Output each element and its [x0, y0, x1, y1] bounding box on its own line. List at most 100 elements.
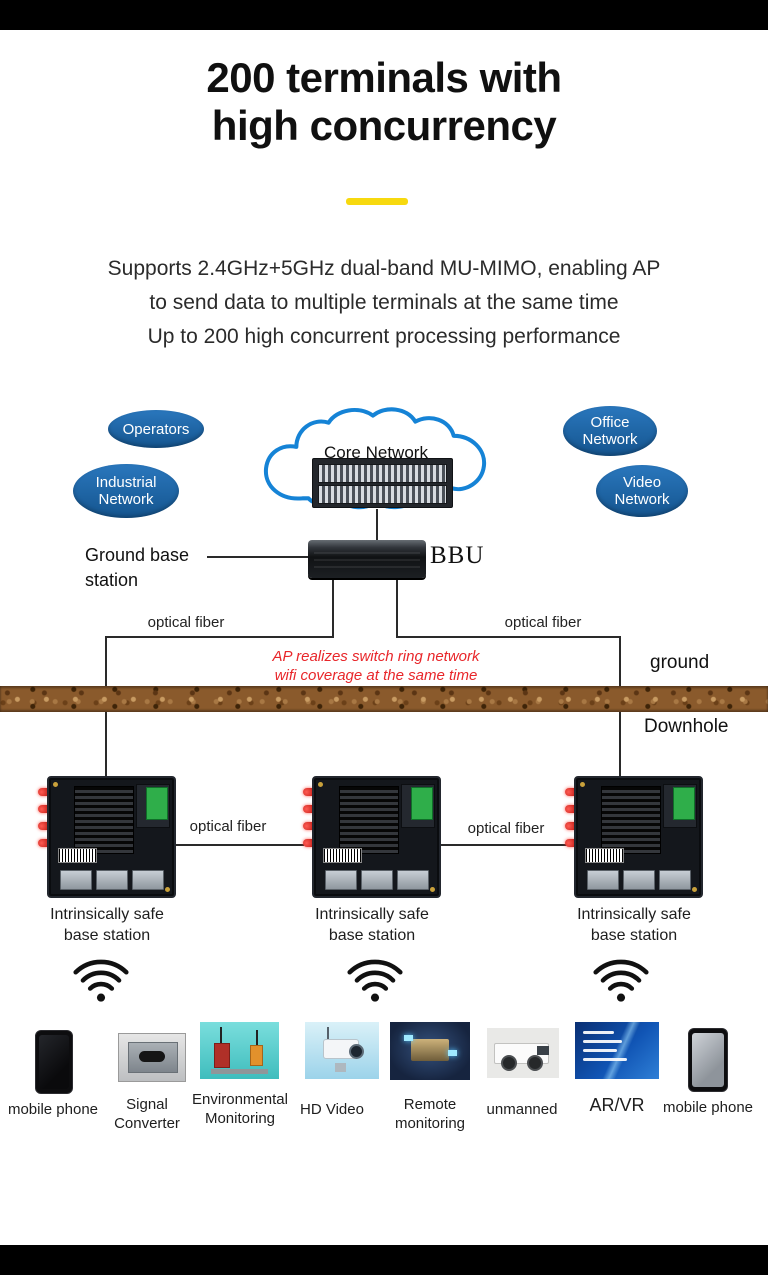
ar-vr-image [575, 1022, 659, 1079]
board-barcode-sticker [57, 848, 98, 863]
subtitle-line1: Supports 2.4GHz+5GHz dual-band MU-MIMO, … [107, 257, 661, 280]
sensor-device-red [214, 1042, 230, 1068]
node-video-network: Video Network [596, 465, 688, 517]
soil-band [0, 686, 768, 712]
node-video-label: Video Network [614, 474, 670, 508]
page-title-line1: 200 terminals with [206, 54, 562, 101]
connector-board1-board2 [176, 844, 304, 846]
board-heatsink [74, 786, 134, 855]
wifi-signal-icon [347, 959, 403, 1002]
base-station-label-right: Intrinsically safe base station [577, 906, 691, 944]
sensor-base [211, 1068, 268, 1075]
subtitle-line3: Up to 200 high concurrent processing per… [147, 325, 621, 348]
switch-slot-row [318, 464, 447, 483]
switch-slot-row [318, 485, 447, 504]
device-label-environmental-monitoring: Environmental Monitoring [192, 1091, 288, 1127]
device-label-mobile-phone-left: mobile phone [7, 1101, 99, 1118]
top-black-bar [0, 0, 768, 30]
device-label-hd-video: HD Video [300, 1101, 364, 1118]
vehicle-wheel [527, 1055, 544, 1071]
camera-antenna [327, 1026, 330, 1041]
ap-ring-network-note: AP realizes switch ring network wifi cov… [234, 647, 518, 685]
node-operators-label: Operators [122, 420, 190, 438]
monitored-machine [410, 1039, 450, 1062]
hud-text-line [583, 1058, 628, 1062]
core-network-switch-image [312, 458, 453, 508]
page-title-line2: high concurrency [211, 102, 557, 149]
connector-bbu-drop-left [332, 578, 334, 638]
antenna [219, 1026, 222, 1046]
page-title: 200 terminals with high concurrency [0, 54, 768, 150]
board-barcode-sticker [322, 848, 363, 863]
board-sfp-ports [325, 870, 430, 891]
device-label-remote-monitoring: Remote monitoring [394, 1096, 466, 1132]
board-pcb [47, 776, 176, 898]
screen-glow [448, 1049, 458, 1056]
board-led-indicators [38, 788, 48, 847]
title-underline [346, 198, 408, 205]
signal-converter-image [118, 1033, 186, 1082]
board-sfp-ports [60, 870, 165, 891]
vehicle-window [537, 1046, 549, 1055]
antenna [256, 1029, 259, 1048]
connector-bbu-drop-right [396, 578, 398, 638]
base-station-board-right [565, 776, 703, 898]
ground-base-station-label: Ground base station [85, 545, 190, 590]
bbu-device-image [308, 540, 426, 578]
base-station-label-center: Intrinsically safe base station [315, 906, 429, 944]
hud-text-line [583, 1040, 623, 1044]
wifi-signal-icon [593, 959, 649, 1002]
environmental-monitoring-image [200, 1022, 279, 1079]
board-pcb [574, 776, 703, 898]
remote-monitoring-image [390, 1022, 470, 1080]
board-pcb [312, 776, 441, 898]
board-terminal-block [672, 787, 695, 821]
connector-board2-board3 [441, 844, 567, 846]
vehicle-wheel [501, 1055, 518, 1071]
device-label-ar-vr: AR/VR [589, 1095, 645, 1115]
base-station-board-center [303, 776, 441, 898]
subtitle: Supports 2.4GHz+5GHz dual-band MU-MIMO, … [34, 252, 734, 354]
hud-text-line [583, 1049, 617, 1053]
node-office-network: Office Network [563, 406, 657, 456]
ap-note-line1: AP realizes switch ring network [272, 648, 480, 665]
screen-glow [404, 1034, 414, 1041]
hud-text-line [583, 1031, 614, 1035]
connector-cloud-to-bbu [376, 509, 378, 542]
wifi-signal-icon [73, 959, 129, 1002]
board-terminal-block [145, 787, 168, 821]
subtitle-line2: to send data to multiple terminals at th… [149, 291, 619, 314]
node-industrial-label: Industrial Network [95, 474, 157, 508]
device-label-mobile-phone-right: mobile phone [662, 1099, 754, 1116]
hd-video-camera-image [305, 1022, 379, 1079]
optical-fiber-label-mid-left: optical fiber [189, 818, 267, 835]
node-operators: Operators [108, 410, 204, 448]
board-screw [318, 782, 323, 787]
base-station-board-left [38, 776, 176, 898]
board-screw [165, 887, 170, 892]
mobile-phone-image-left [35, 1030, 73, 1094]
ground-label: ground [650, 652, 710, 673]
optical-fiber-label-mid-right: optical fiber [467, 820, 545, 837]
optical-fiber-label-upper-left: optical fiber [147, 614, 225, 631]
board-led-indicators [565, 788, 575, 847]
device-label-unmanned: unmanned [486, 1101, 558, 1118]
connector-fiber-left-horizontal [105, 636, 334, 638]
base-station-label-left: Intrinsically safe base station [50, 906, 164, 944]
camera-lens [349, 1043, 365, 1059]
downhole-label: Downhole [644, 716, 729, 737]
board-heatsink [601, 786, 661, 855]
core-network-label: Core Network [324, 443, 428, 462]
node-office-label: Office Network [582, 414, 638, 448]
board-barcode-sticker [584, 848, 625, 863]
board-screw [53, 782, 58, 787]
connector-gbs-to-bbu [207, 556, 311, 558]
sensor-device-orange [250, 1045, 264, 1067]
bbu-label: BBU [430, 542, 485, 569]
connector-fiber-right-horizontal [396, 636, 621, 638]
mobile-phone-image-right [688, 1028, 728, 1092]
unmanned-vehicle-image [487, 1028, 559, 1078]
board-screw [692, 887, 697, 892]
board-screw [580, 782, 585, 787]
